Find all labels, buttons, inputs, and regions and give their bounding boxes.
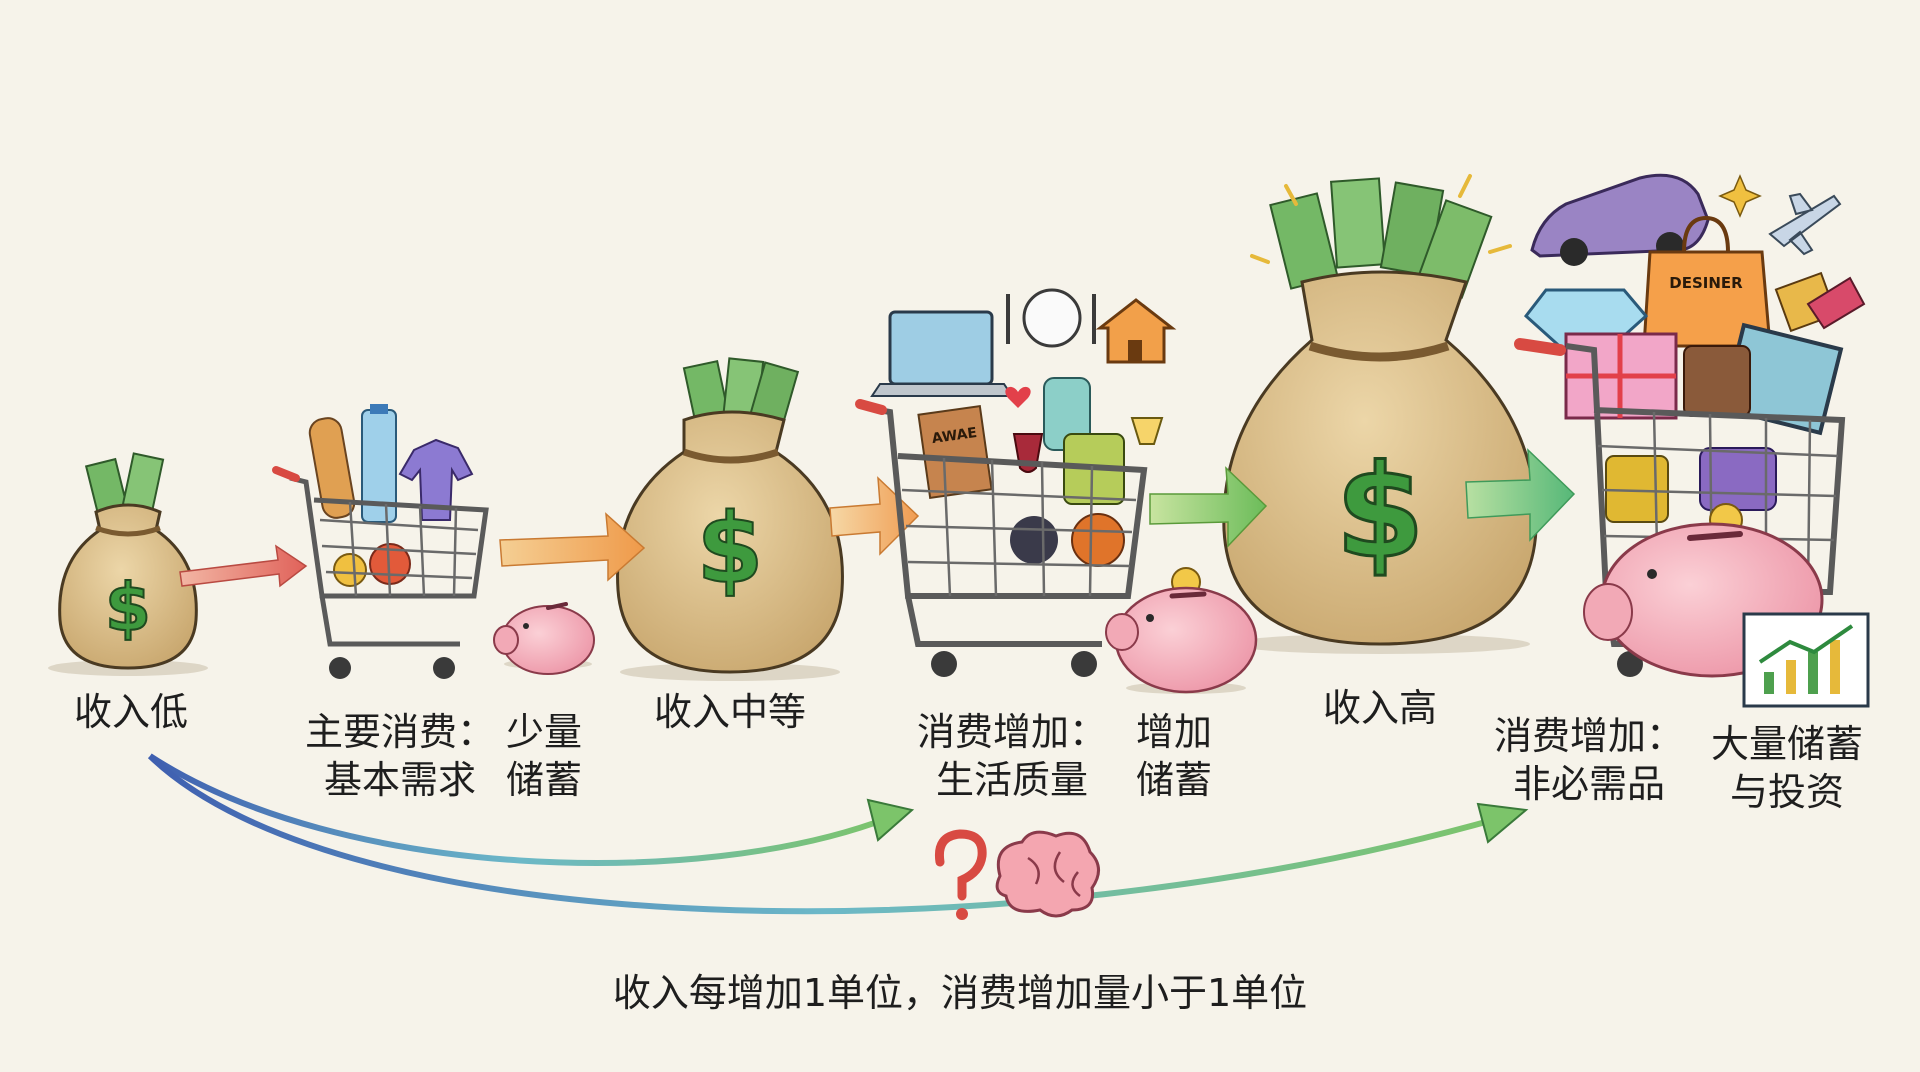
- piggy-bank-medium: [1105, 567, 1258, 694]
- curved-arrow-to-high: [147, 753, 1529, 915]
- label-income-low: 收入低: [73, 690, 188, 734]
- arrow-cart-to-bag-middle: [499, 512, 646, 582]
- curved-arrow-to-middle: [148, 753, 915, 866]
- question-mark-icon: [934, 829, 987, 920]
- diagram-caption: 收入每增加1单位，消费增加量小于1单位: [612, 971, 1308, 1015]
- arrow-bag-to-cart-low: [179, 544, 308, 588]
- label-income-middle: 收入中等: [653, 690, 806, 734]
- shopping-cart-low: [272, 404, 489, 679]
- label-savings-increase: 增加 储蓄: [1135, 710, 1212, 802]
- piggy-bank-small: [493, 602, 595, 675]
- arrow-bag-to-cart-high: [1465, 448, 1576, 542]
- arrow-cart-to-bag-high: [1149, 466, 1268, 548]
- label-consumption-nonessential: 消费增加： 非必需品: [1494, 714, 1685, 806]
- money-bag-middle: $: [616, 357, 844, 681]
- svg-text:$: $: [697, 493, 764, 605]
- label-savings-small: 少量 储蓄: [505, 710, 582, 802]
- svg-text:$: $: [1335, 438, 1424, 587]
- growth-chart-icon: [1742, 612, 1870, 708]
- svg-text:$: $: [105, 569, 151, 646]
- money-bag-low: $: [48, 452, 208, 676]
- label-income-high: 收入高: [1322, 686, 1437, 730]
- shopping-cart-middle: AWAE: [855, 288, 1177, 677]
- book-cover-text: AWAE: [931, 425, 978, 447]
- label-consumption-basic: 主要消费： 基本需求: [304, 710, 495, 802]
- money-bag-high: $: [1222, 174, 1538, 654]
- label-consumption-quality: 消费增加： 生活质量: [916, 710, 1107, 802]
- label-savings-investment: 大量储蓄 与投资: [1710, 722, 1863, 814]
- designer-bag-text: DESINER: [1669, 274, 1743, 292]
- brain-icon: [995, 830, 1100, 918]
